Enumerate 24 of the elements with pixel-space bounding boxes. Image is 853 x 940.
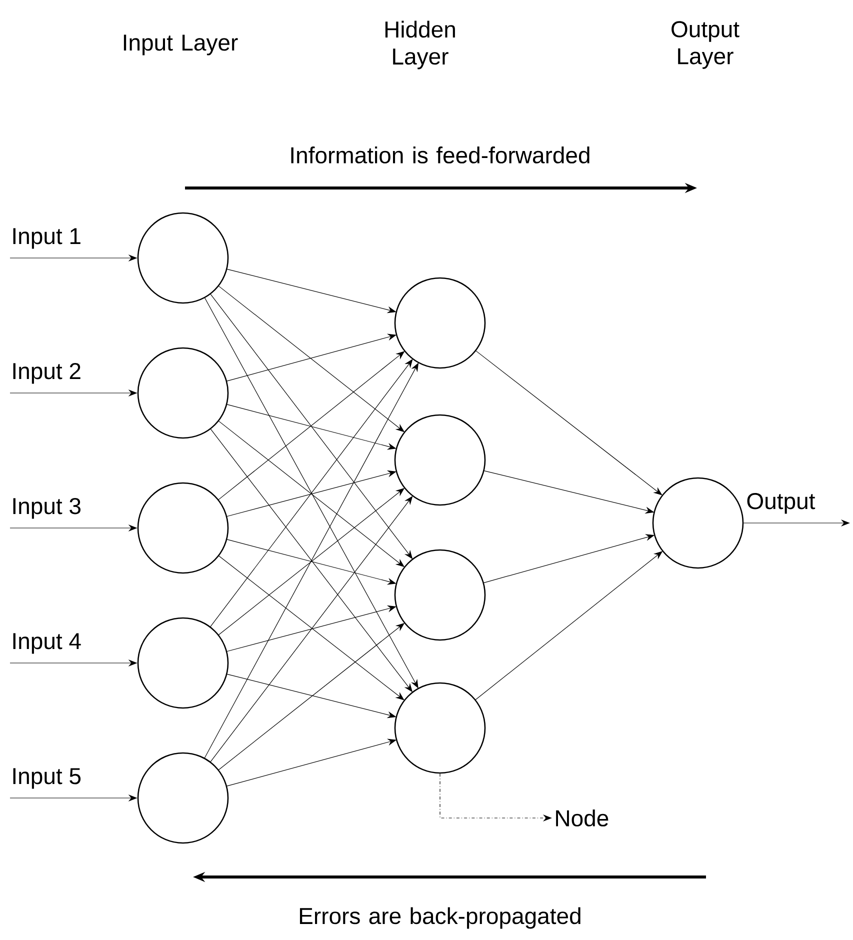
edge-label: Input 5: [13, 768, 81, 789]
arrow: [475, 350, 662, 496]
neuron-circle: [394, 549, 486, 641]
neuron-circle: [652, 477, 744, 569]
neuron-circle: [137, 212, 229, 304]
node-label: Node: [556, 810, 608, 826]
neuron-circle: [137, 752, 229, 844]
neuron-circle: [137, 347, 229, 439]
edge-label: Input 2: [13, 362, 80, 384]
neuron-circle: [394, 682, 486, 774]
flow-caption: Information is feed-forwarded: [291, 146, 590, 164]
neuron-circle: [137, 617, 229, 709]
neuron-circle: [137, 482, 229, 574]
layer-title: Input Layer: [124, 34, 238, 56]
edge-label: Input 1: [13, 228, 80, 249]
layer-title: Hidden Layer: [385, 20, 455, 70]
layer-title: Output Layer: [672, 21, 740, 69]
neuron-circle: [394, 414, 486, 506]
edge-label: Input 4: [13, 633, 81, 654]
edge-label: Input 3: [13, 498, 80, 519]
edge-label: Output: [747, 492, 816, 514]
arrow: [218, 555, 404, 700]
flow-caption: Errors are back-propagated: [300, 907, 580, 929]
neuron-circle: [394, 277, 486, 369]
